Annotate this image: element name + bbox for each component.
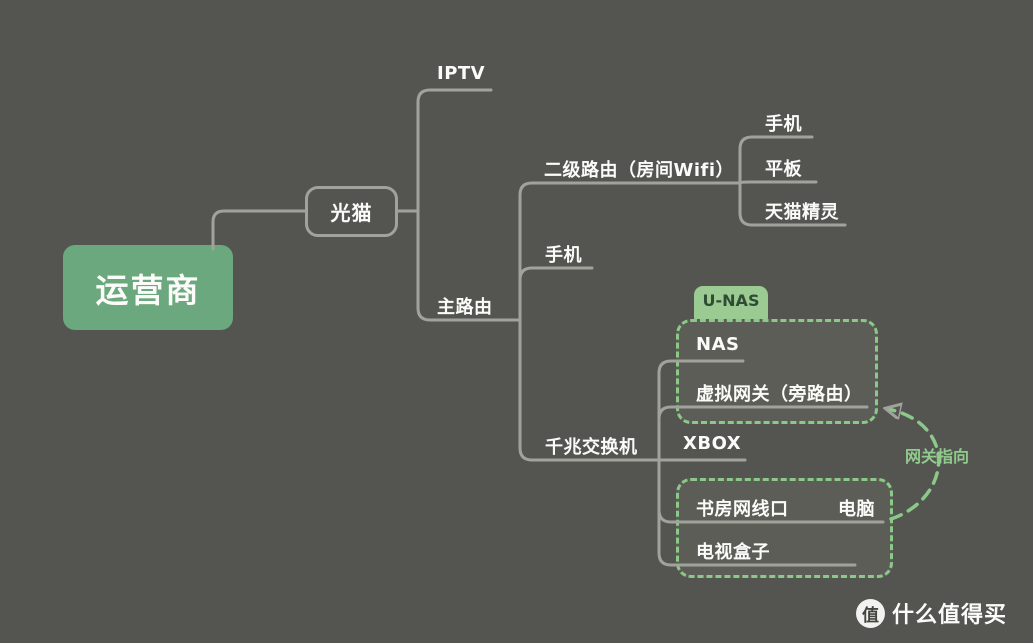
node-computer[interactable]: 电脑 bbox=[838, 499, 875, 520]
node-study-port[interactable]: 书房网线口 bbox=[696, 499, 789, 520]
node-tmall-genie[interactable]: 天猫精灵 bbox=[765, 202, 839, 223]
node-nas[interactable]: NAS bbox=[696, 334, 740, 355]
node-gigabit-switch[interactable]: 千兆交换机 bbox=[545, 437, 638, 458]
node-xbox[interactable]: XBOX bbox=[683, 433, 742, 454]
root-node-isp[interactable]: 运营商 bbox=[63, 245, 233, 330]
edge-mainrouter-to-phone bbox=[518, 266, 594, 322]
root-node-label: 运营商 bbox=[95, 270, 201, 310]
node-secondary-router[interactable]: 二级路由（房间Wifi） bbox=[544, 160, 735, 181]
edge-secondary-to-tablet bbox=[738, 180, 818, 185]
edge-root-to-modem bbox=[211, 209, 307, 251]
edge-modem-branches bbox=[416, 88, 522, 322]
node-tv-box[interactable]: 电视盒子 bbox=[696, 542, 770, 563]
node-tablet[interactable]: 平板 bbox=[765, 159, 802, 180]
node-phone-room[interactable]: 手机 bbox=[765, 114, 802, 135]
node-iptv[interactable]: IPTV bbox=[437, 63, 486, 84]
smzdm-logo-icon: 值 bbox=[856, 598, 885, 628]
gateway-arrow-label: 网关指向 bbox=[905, 447, 970, 466]
modem-node-label: 光猫 bbox=[330, 201, 373, 225]
node-virtual-gateway[interactable]: 虚拟网关（旁路由） bbox=[696, 384, 863, 405]
smzdm-site-name: 什么值得买 bbox=[892, 603, 1008, 628]
node-optical-modem[interactable]: 光猫 bbox=[305, 186, 398, 237]
node-phone-main[interactable]: 手机 bbox=[545, 245, 582, 266]
smzdm-watermark: 值 什么值得买 bbox=[856, 597, 1007, 629]
node-main-router[interactable]: 主路由 bbox=[437, 297, 493, 318]
